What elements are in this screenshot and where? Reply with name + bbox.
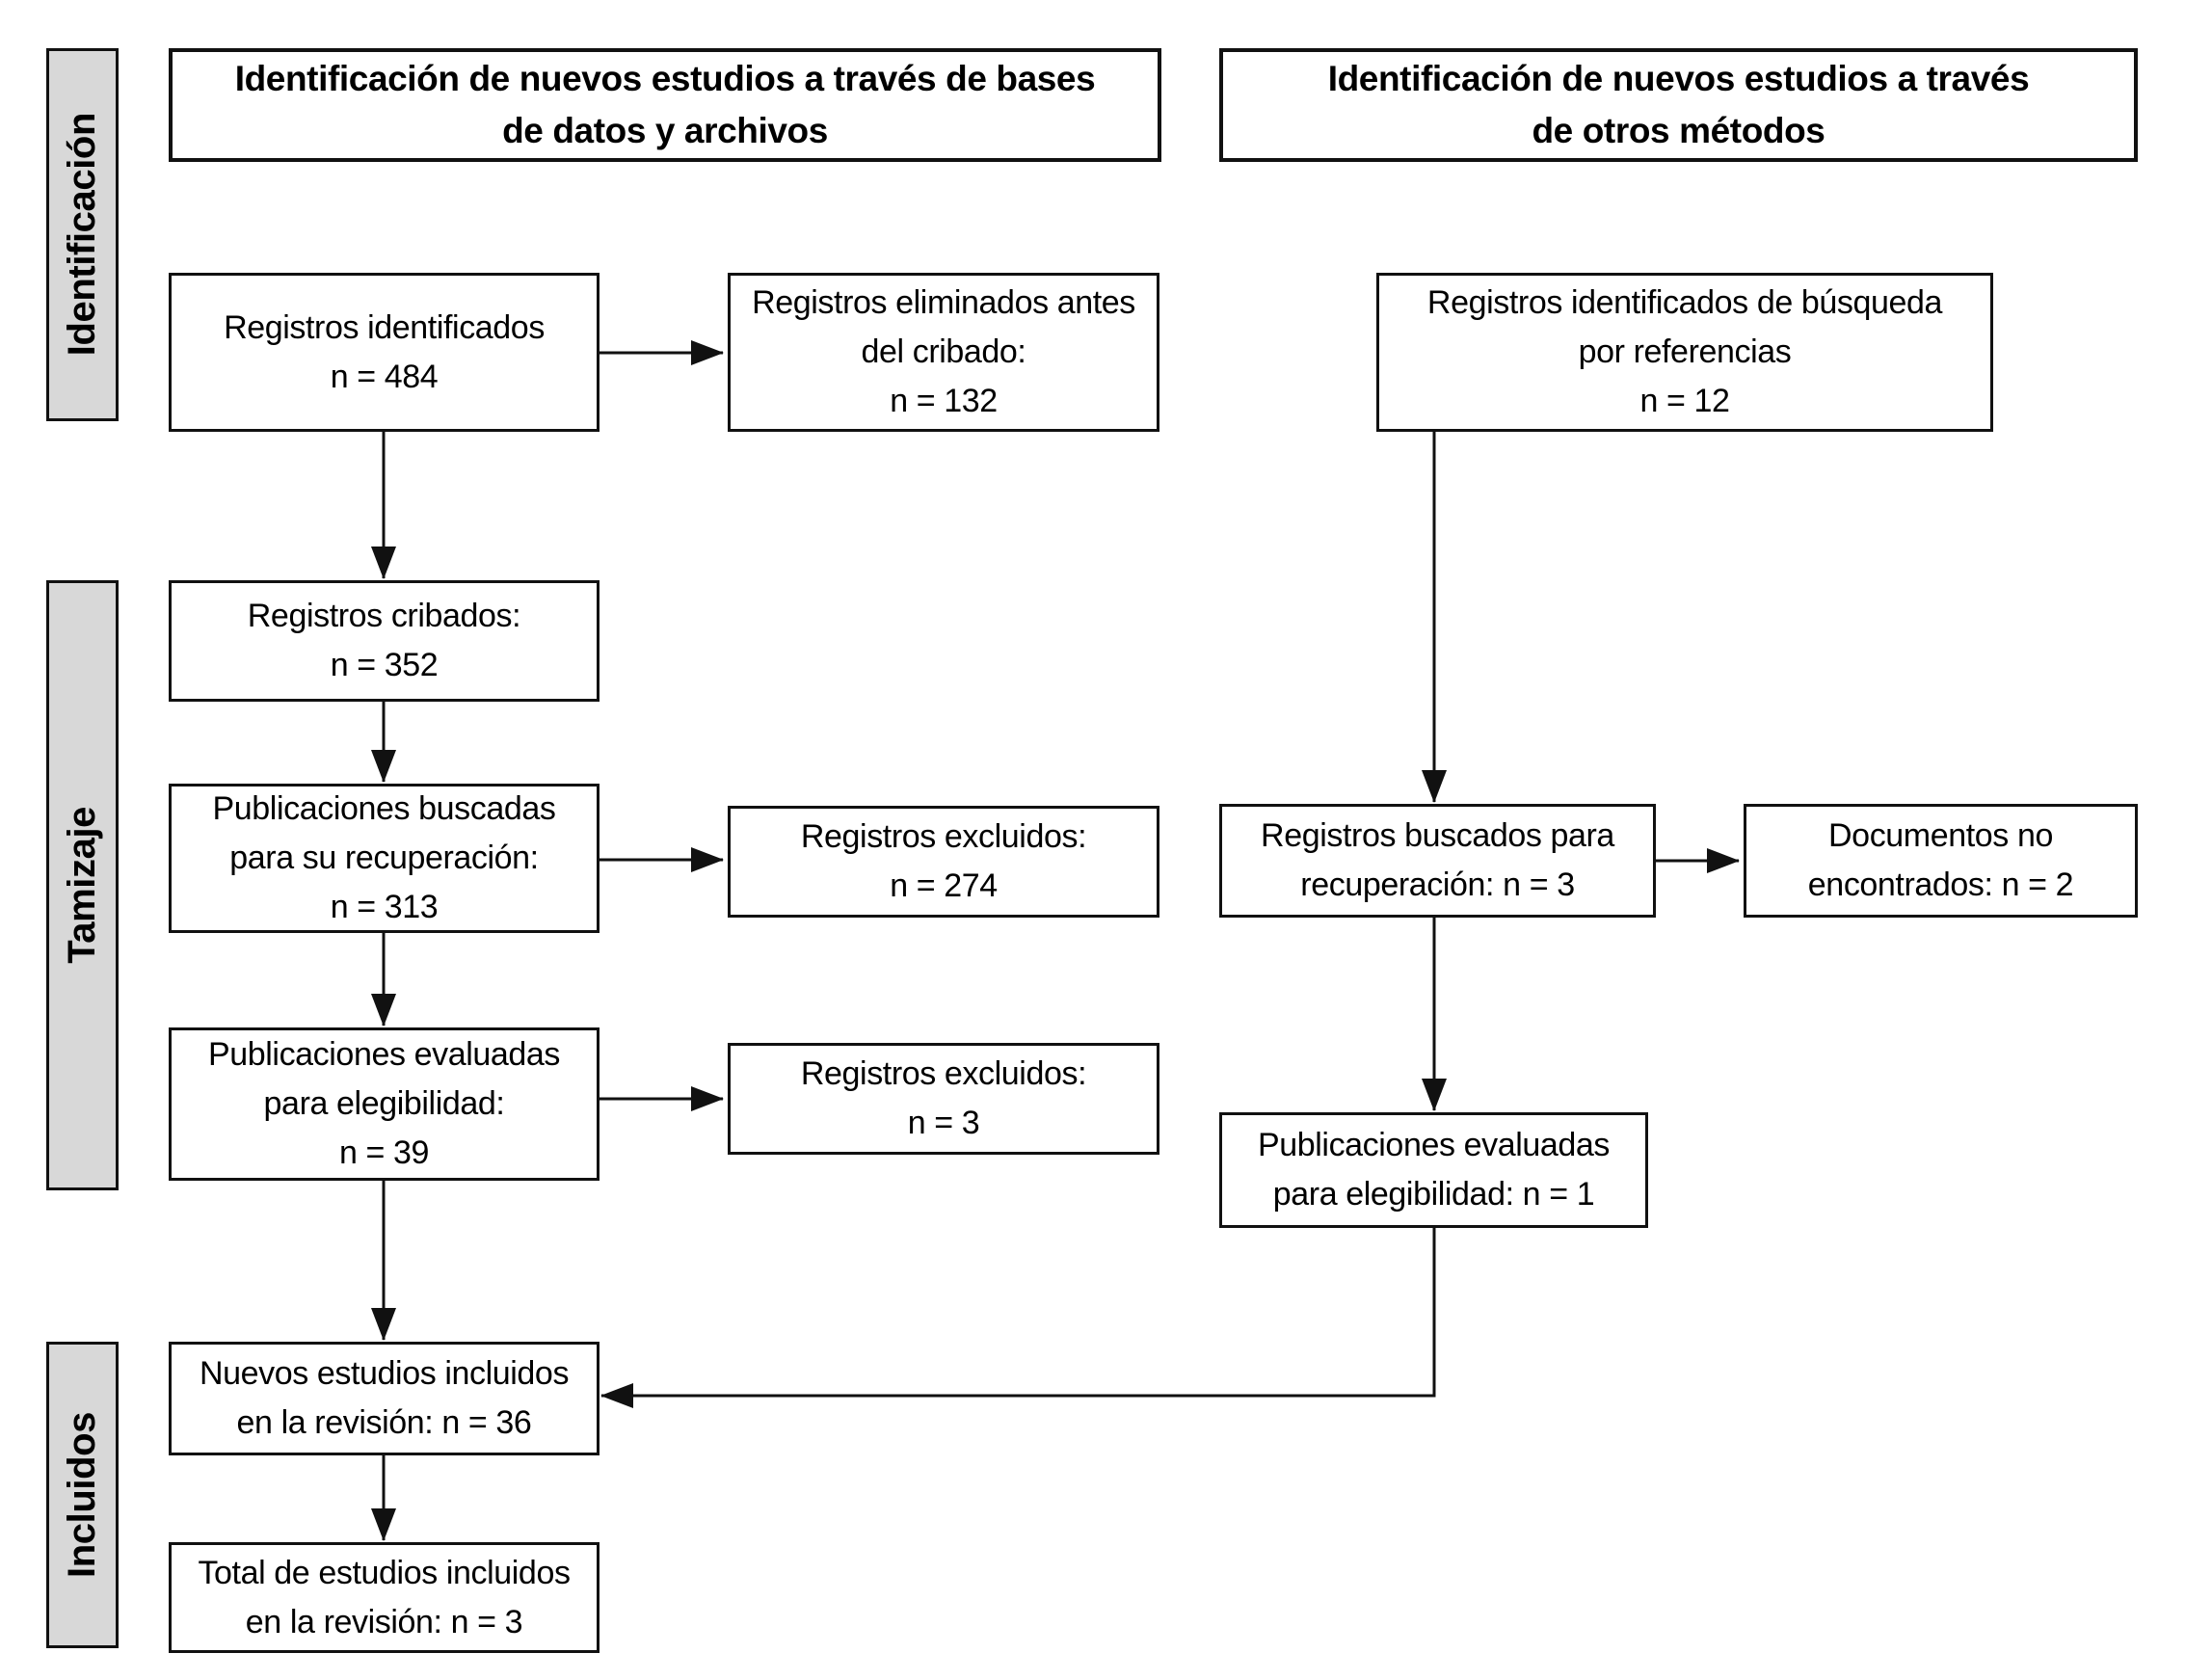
- box-total-estudios-incluidos: Total de estudios incluidos en la revisi…: [169, 1542, 600, 1653]
- box-documentos-no-encontrados: Documentos no encontrados: n = 2: [1744, 804, 2138, 918]
- box-registros-cribados: Registros cribados: n = 352: [169, 580, 600, 702]
- box-registros-excluidos-3: Registros excluidos: n = 3: [728, 1043, 1159, 1155]
- arrow-evaluadas-1-to-nuevos-incluidos: [600, 1228, 1436, 1408]
- stage-incluidos-label: Incluidos: [61, 1412, 103, 1578]
- stage-identificacion-label: Identificación: [61, 113, 103, 357]
- header-databases-archives: Identificación de nuevos estudios a trav…: [169, 48, 1161, 162]
- box-registros-eliminados-antes-cribado: Registros eliminados antes del cribado: …: [728, 273, 1159, 432]
- box-registros-identificados-referencias: Registros identificados de búsqueda por …: [1376, 273, 1993, 432]
- box-publicaciones-evaluadas-1: Publicaciones evaluadas para elegibilida…: [1219, 1112, 1648, 1228]
- box-registros-identificados: Registros identificados n = 484: [169, 273, 600, 432]
- box-registros-excluidos-274: Registros excluidos: n = 274: [728, 806, 1159, 918]
- box-publicaciones-evaluadas-39: Publicaciones evaluadas para elegibilida…: [169, 1027, 600, 1181]
- header-other-methods: Identificación de nuevos estudios a trav…: [1219, 48, 2138, 162]
- stage-identificacion: Identificación: [46, 48, 119, 421]
- box-registros-buscados-recuperacion: Registros buscados para recuperación: n …: [1219, 804, 1656, 918]
- stage-tamizaje-label: Tamizaje: [61, 807, 103, 964]
- stage-tamizaje: Tamizaje: [46, 580, 119, 1190]
- stage-incluidos: Incluidos: [46, 1342, 119, 1648]
- box-nuevos-estudios-incluidos: Nuevos estudios incluidos en la revisión…: [169, 1342, 600, 1455]
- box-publicaciones-buscadas-recuperacion: Publicaciones buscadas para su recuperac…: [169, 784, 600, 933]
